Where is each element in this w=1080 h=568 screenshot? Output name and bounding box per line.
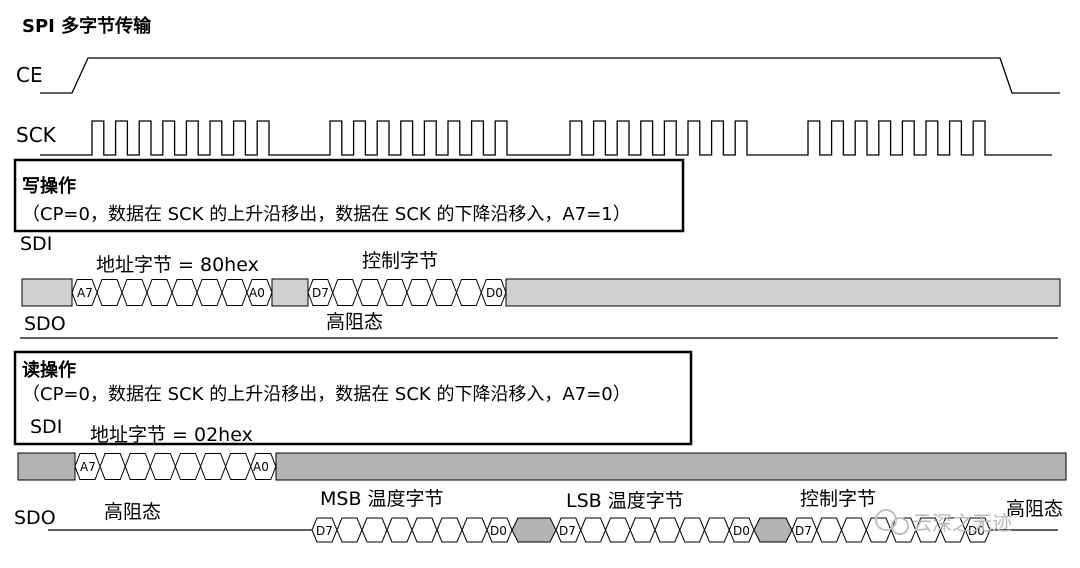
read-ctl-bit-cell <box>840 517 867 543</box>
write-op-note: （CP=0，数据在 SCK 的上升沿移出，数据在 SCK 的下降沿移入，A7=1… <box>22 204 631 225</box>
read-lsb-bit-cell <box>604 517 631 543</box>
write-ctl-bit-cell <box>356 279 383 306</box>
write-addr-bit-cell <box>146 279 173 306</box>
read-msb-temp-label: MSB 温度字节 <box>320 488 444 510</box>
read-msb-bit-cell <box>411 517 438 543</box>
write-a0-bit: A0 <box>249 286 265 300</box>
read-addr-bit-cell <box>99 453 126 480</box>
read-sdo-hiz-right: 高阻态 <box>1006 498 1063 520</box>
read-ctl-bit-cell <box>816 517 843 543</box>
read-msb-d0-bit: D0 <box>490 524 507 538</box>
write-a7-bit: A7 <box>77 286 93 300</box>
read-ctl-d0-bit: D0 <box>968 524 985 538</box>
read-a0-bit: A0 <box>253 460 269 474</box>
read-lsb-bit-cell <box>703 517 730 543</box>
read-a7-bit: A7 <box>80 460 96 474</box>
read-op-box <box>13 350 693 446</box>
read-address-byte-label: 地址字节 = 02hex <box>90 424 253 446</box>
read-lsb-temp-label: LSB 温度字节 <box>566 490 684 512</box>
read-ctl-d7-bit: D7 <box>795 524 812 538</box>
read-lsb-bit-cell <box>679 517 706 543</box>
watermark-logo-icon-2 <box>891 517 909 535</box>
write-addr-bit-cell <box>121 279 148 306</box>
read-sdi-idle-pre <box>17 452 76 481</box>
read-msb-bit-cell <box>386 517 413 543</box>
write-sdi-idle-pre <box>21 278 73 307</box>
write-ctl-bit-cell <box>332 279 359 306</box>
read-lsb-bit-cell <box>629 517 656 543</box>
read-msb-bits <box>311 517 513 543</box>
sck-clock-line <box>40 120 1052 156</box>
write-d0-bit: D0 <box>486 286 503 300</box>
read-control-byte-label: 控制字节 <box>800 488 876 510</box>
read-lsb-bits <box>555 517 755 543</box>
write-control-byte-label: 控制字节 <box>362 250 438 272</box>
write-addr-bit-cell <box>171 279 198 306</box>
read-msb-bit-cell <box>436 517 463 543</box>
write-ctl-bit-cell <box>381 279 408 306</box>
write-addr-bit-cell <box>96 279 123 306</box>
read-op-heading: 读操作 <box>22 359 76 381</box>
read-sdo-hiz-left: 高阻态 <box>104 501 161 523</box>
read-sdi-idle-post <box>275 452 1067 481</box>
read-address-bits <box>74 453 277 480</box>
write-address-bits <box>71 279 273 306</box>
write-d7-bit: D7 <box>312 286 329 300</box>
watermark-text: 云深之无迹 <box>912 511 1012 535</box>
read-sdo-gap-1 <box>511 517 557 543</box>
read-lsb-d0-bit: D0 <box>733 524 750 538</box>
read-addr-bit-cell <box>124 453 151 480</box>
write-op-box <box>13 158 685 233</box>
read-addr-bit-cell <box>174 453 202 480</box>
sck-label: SCK <box>16 123 57 147</box>
write-sdo-hiz: 高阻态 <box>326 311 383 333</box>
write-addr-bit-cell <box>221 279 248 306</box>
read-msb-bit-cell <box>461 517 488 543</box>
watermark: 云深之无迹 <box>875 509 1012 535</box>
read-sdo-gap-2 <box>753 517 793 543</box>
read-lsb-d7-bit: D7 <box>559 524 576 538</box>
read-msb-d7-bit: D7 <box>316 524 333 538</box>
read-sdo-label: SDO <box>14 507 56 529</box>
write-control-bits <box>307 279 507 306</box>
write-sdi-idle-mid <box>271 278 309 307</box>
ce-label: CE <box>16 63 43 87</box>
ce-waveform <box>40 57 1060 94</box>
sck-waveform <box>40 120 1052 156</box>
read-addr-bit-cell <box>199 453 227 480</box>
read-msb-bit-cell <box>361 517 388 543</box>
read-lsb-bit-cell <box>580 517 607 543</box>
write-address-byte-label: 地址字节 = 80hex <box>96 254 259 276</box>
read-op-note: （CP=0，数据在 SCK 的上升沿移出，数据在 SCK 的下降沿移入，A7=0… <box>22 384 631 405</box>
read-addr-bit-cell <box>225 453 252 480</box>
read-msb-bit-cell <box>336 517 363 543</box>
read-addr-bit-cell <box>149 453 176 480</box>
write-ctl-bit-cell <box>431 279 458 306</box>
write-addr-bit-cell <box>196 279 223 306</box>
read-lsb-bit-cell <box>654 517 681 543</box>
read-control-bits <box>791 517 991 543</box>
write-sdo-label: SDO <box>24 313 66 335</box>
write-sdi-label: SDI <box>20 233 52 255</box>
diagram-title: SPI 多字节传输 <box>22 15 152 37</box>
write-ctl-bit-cell <box>455 279 482 306</box>
write-op-heading: 写操作 <box>22 175 76 197</box>
write-sdi-idle-post <box>505 278 1061 307</box>
write-ctl-bit-cell <box>406 279 433 306</box>
read-sdi-label: SDI <box>30 416 62 438</box>
